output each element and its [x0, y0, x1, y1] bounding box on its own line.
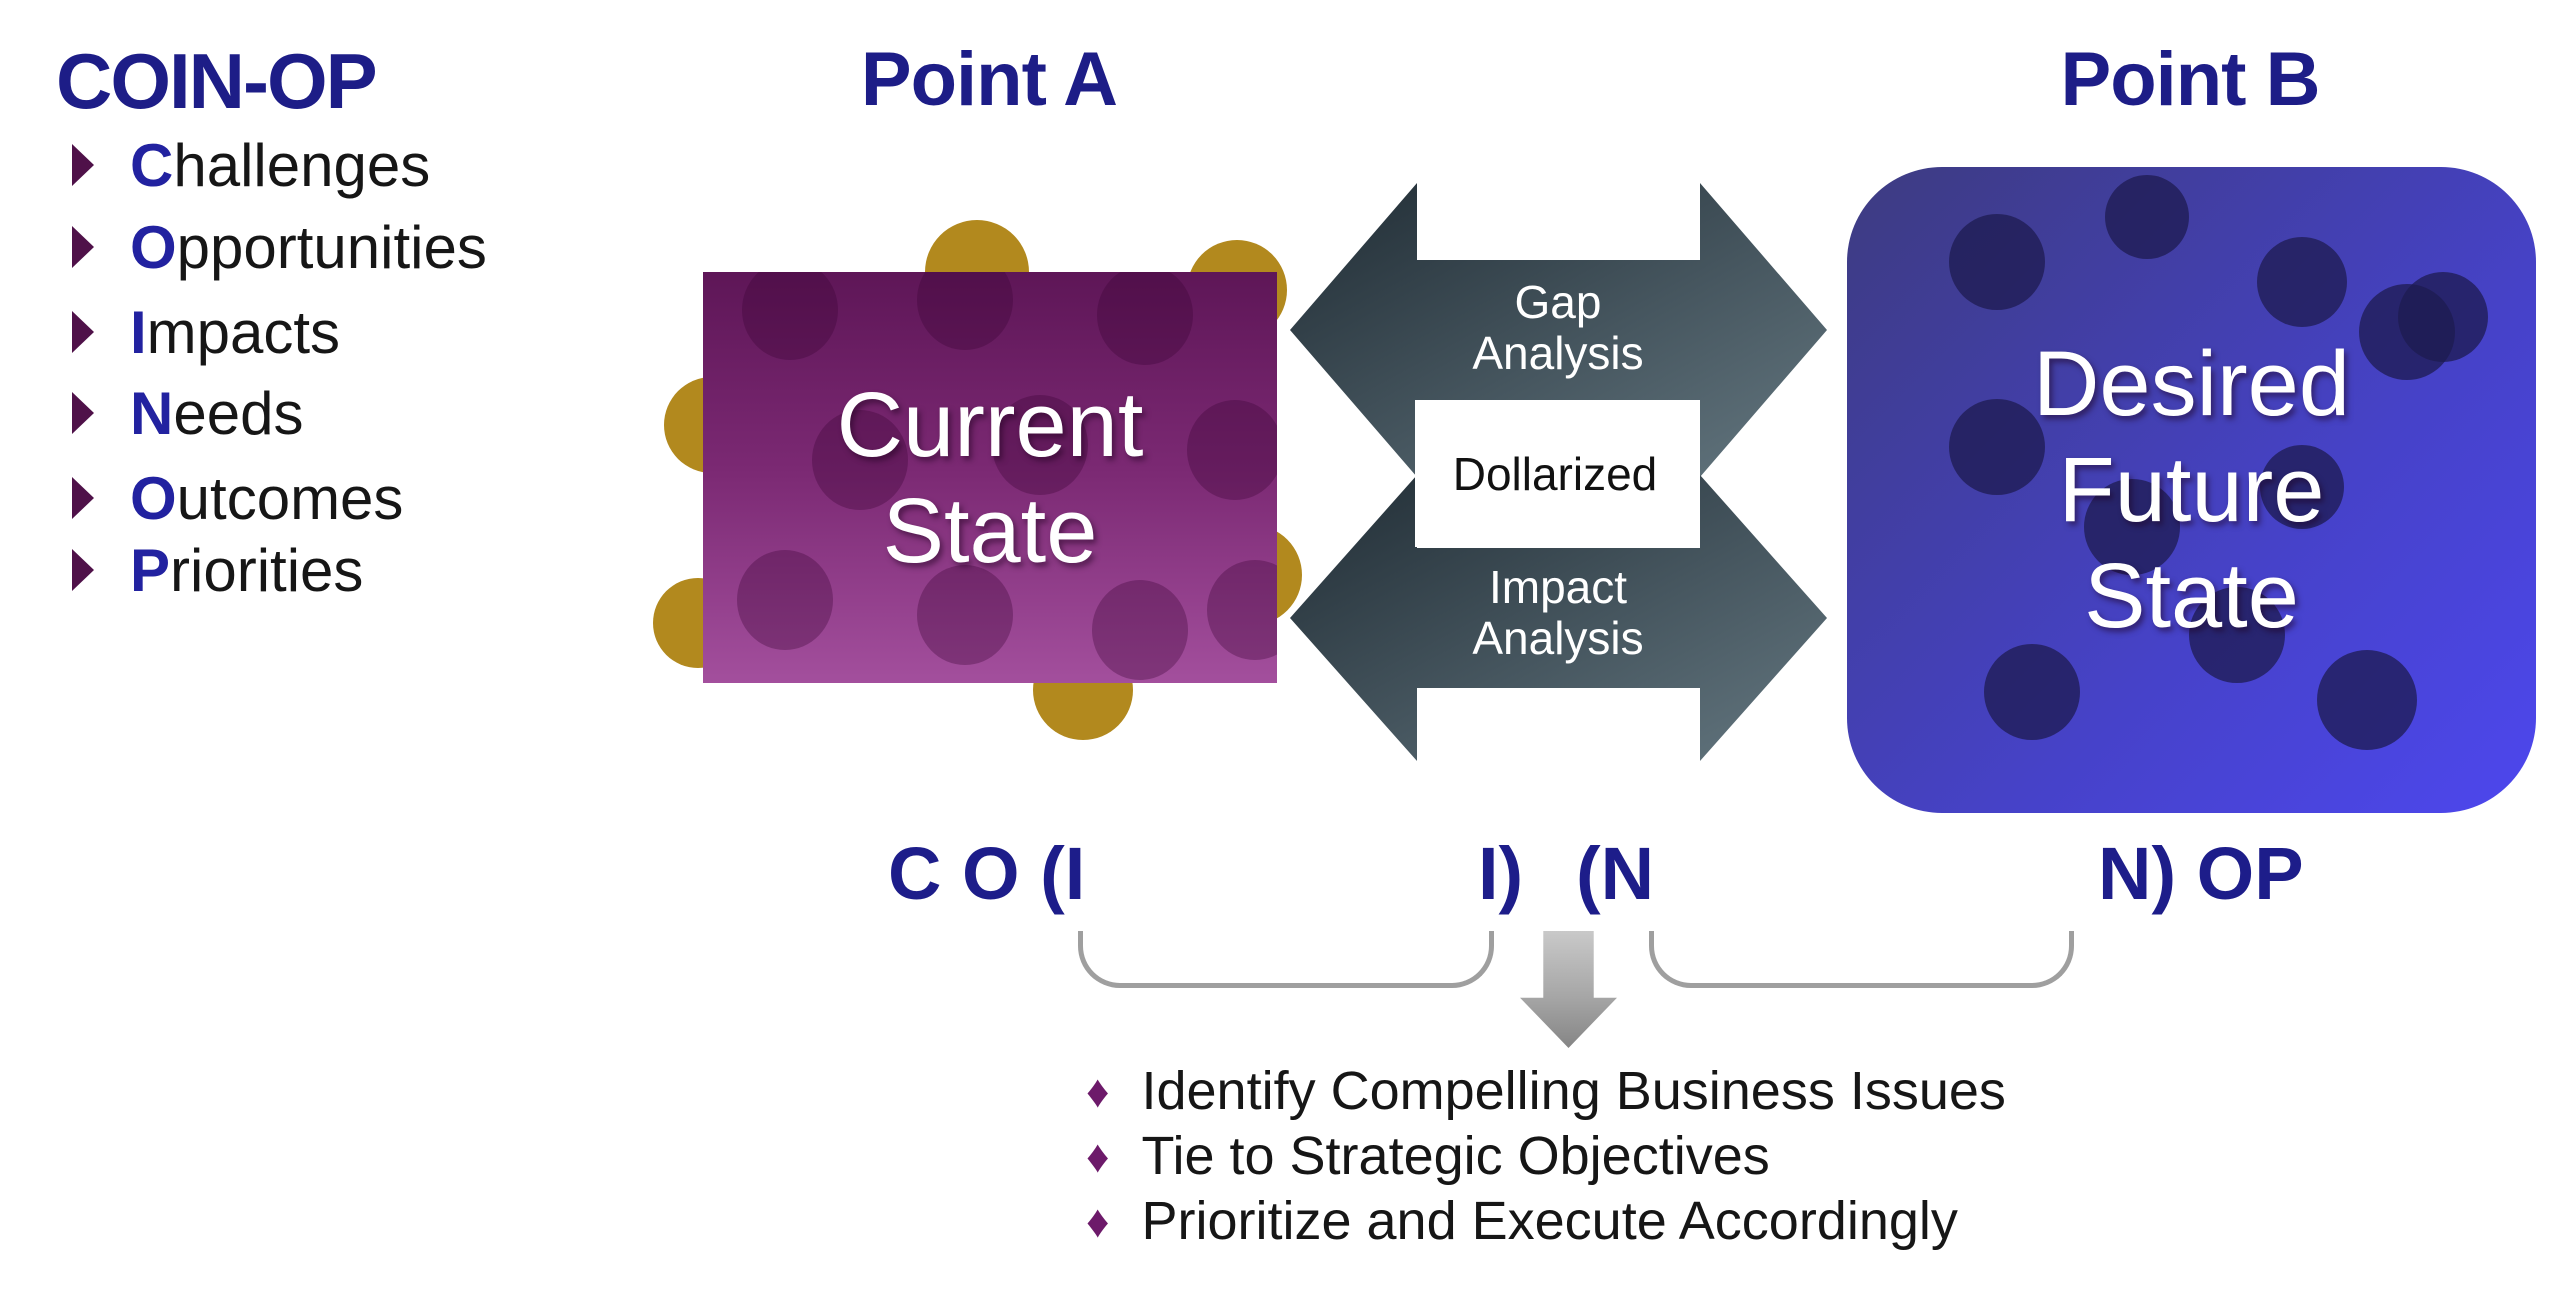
legend-item-challenges: Challenges [72, 132, 430, 199]
triangle-bullet-icon [72, 311, 94, 353]
future-state-line2: Future [2058, 439, 2325, 541]
desired-future-state-box: Desired Future State [1847, 167, 2536, 813]
legend-rest: riorities [170, 536, 364, 604]
triangle-bullet-icon [72, 144, 94, 186]
current-state-box: Current State [703, 272, 1277, 683]
triangle-bullet-icon [72, 226, 94, 268]
current-state-label: Current State [837, 372, 1144, 584]
impact-analysis-label: Impact Analysis [1378, 562, 1738, 664]
polka-dot-icon [2317, 650, 2417, 750]
polka-dot-icon [1984, 644, 2080, 740]
triangle-bullet-icon [72, 477, 94, 519]
dollarized-box: Dollarized [1415, 400, 1695, 547]
polka-dot-icon [1207, 560, 1277, 660]
polka-dot-icon [737, 550, 833, 650]
acronym-inner-right: (N [1576, 832, 1655, 915]
polka-dot-icon [2257, 237, 2347, 327]
legend-rest: hallenges [173, 131, 431, 199]
point-b-heading: Point B [2060, 37, 2321, 122]
legend-item-outcomes: Outcomes [72, 465, 403, 532]
legend-initial: O [130, 464, 177, 532]
double-arrow-icons [1290, 183, 1827, 761]
legend-initial: P [130, 536, 171, 604]
polka-dot-icon [917, 272, 1013, 350]
impact-analysis-line1: Impact [1488, 561, 1628, 613]
future-state-line3: State [2084, 545, 2299, 647]
impact-analysis-arrow-icon [1290, 475, 1827, 761]
polka-dot-icon [2359, 284, 2455, 380]
diamond-bullet-icon: ♦ [1086, 1065, 1110, 1117]
acronym-right: N) OP [2098, 832, 2304, 915]
acronym-left: C O (I [888, 832, 1086, 915]
polka-dot-icon [1092, 580, 1188, 680]
coin-op-title: COIN-OP [56, 37, 378, 125]
legend-rest: eeds [173, 379, 304, 447]
legend-item-priorities: Priorities [72, 537, 363, 604]
polka-dot-icon [1097, 272, 1193, 365]
polka-dot-icon [917, 565, 1013, 665]
takeaway-item-3: ♦ Prioritize and Execute Accordingly [1086, 1190, 1958, 1252]
legend-item-label: Challenges [130, 131, 430, 200]
legend-item-needs: Needs [72, 380, 303, 447]
polka-dot-icon [2084, 479, 2180, 575]
polka-dot-icon [2105, 175, 2189, 259]
legend-item-label: Outcomes [130, 464, 403, 533]
down-arrow-icon [1520, 931, 1617, 1048]
left-brace-icon [1078, 931, 1494, 988]
legend-initial: N [130, 379, 174, 447]
polka-dot-icon [2260, 445, 2344, 529]
impact-analysis-line2: Analysis [1472, 612, 1644, 664]
polka-dot-icon [742, 272, 838, 360]
dollarized-label: Dollarized [1452, 447, 1658, 500]
legend-rest: mpacts [146, 298, 341, 366]
polka-dot-icon [1949, 399, 2045, 495]
current-state-line2: State [882, 479, 1098, 582]
polka-dot-icon [2189, 587, 2285, 683]
takeaway-text: Identify Compelling Business Issues [1141, 1061, 2006, 1121]
polka-dot-icon [1187, 400, 1277, 500]
legend-item-opportunities: Opportunities [72, 214, 487, 281]
legend-item-label: Impacts [130, 298, 340, 367]
takeaway-item-2: ♦ Tie to Strategic Objectives [1086, 1125, 1770, 1187]
gap-analysis-line1: Gap [1514, 276, 1602, 328]
legend-item-label: Priorities [130, 536, 363, 605]
future-state-line1: Desired [2032, 333, 2350, 435]
legend-item-label: Needs [130, 379, 303, 448]
legend-initial: I [130, 298, 147, 366]
gap-analysis-label: Gap Analysis [1378, 277, 1738, 379]
takeaway-text: Prioritize and Execute Accordingly [1141, 1191, 1958, 1251]
takeaway-item-1: ♦ Identify Compelling Business Issues [1086, 1060, 2006, 1122]
legend-initial: C [130, 131, 174, 199]
acronym-inner-left: I) [1478, 832, 1524, 915]
triangle-bullet-icon [72, 549, 94, 591]
desired-future-state-label: Desired Future State [2033, 331, 2350, 649]
triangle-bullet-icon [72, 392, 94, 434]
right-brace-icon [1649, 931, 2074, 988]
current-state-line1: Current [836, 373, 1144, 476]
polka-dot-icon [812, 410, 908, 510]
legend-item-impacts: Impacts [72, 299, 340, 366]
gap-analysis-line2: Analysis [1472, 327, 1644, 379]
legend-initial: O [130, 213, 177, 281]
point-a-heading: Point A [860, 37, 1118, 122]
diamond-bullet-icon: ♦ [1086, 1130, 1110, 1182]
polka-dot-icon [992, 395, 1088, 495]
legend-rest: pportunities [176, 213, 487, 281]
polka-dot-icon [1949, 214, 2045, 310]
legend-item-label: Opportunities [130, 213, 487, 282]
takeaway-text: Tie to Strategic Objectives [1141, 1126, 1770, 1186]
legend-rest: utcomes [176, 464, 404, 532]
diamond-bullet-icon: ♦ [1086, 1195, 1110, 1247]
gap-analysis-arrow-icon [1290, 183, 1827, 477]
